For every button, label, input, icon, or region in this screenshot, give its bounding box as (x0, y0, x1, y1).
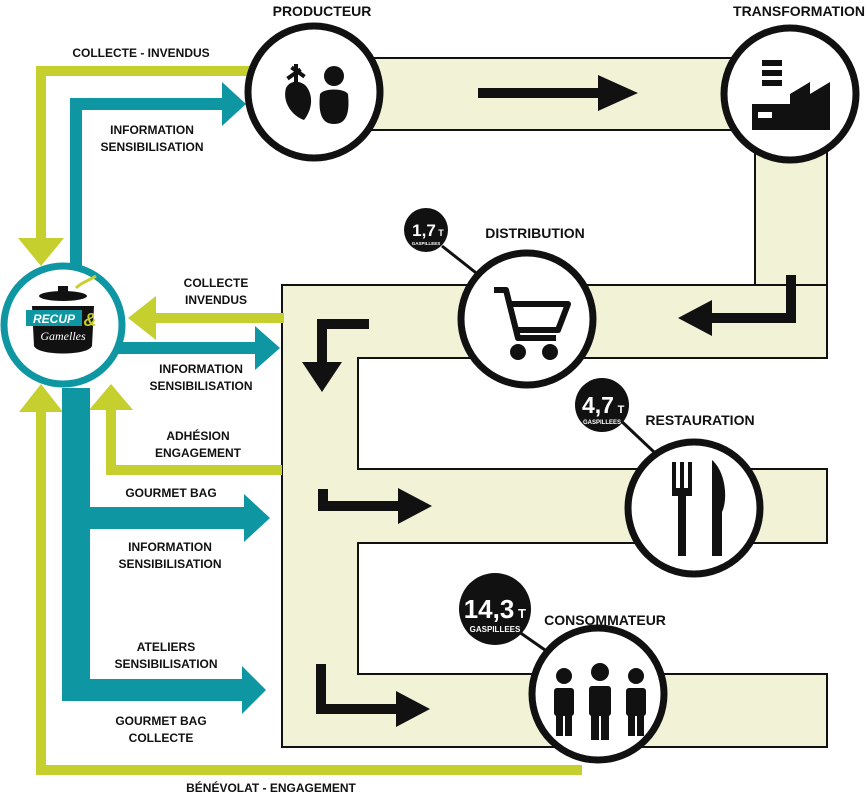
teal-top-arrowhead (222, 82, 246, 126)
badge-restauration: 4,7 T GASPILLEES (575, 378, 629, 432)
flow-arrow-top-shaft (478, 88, 602, 98)
label-information-top-2: SENSIBILISATION (100, 140, 203, 154)
label-gourmet-bag: GOURMET BAG (125, 486, 216, 500)
factory-icon (752, 60, 830, 130)
teal-top-vertical (70, 98, 82, 270)
label-restauration: RESTAURATION (645, 412, 754, 428)
flow-arrow-bottom-vertical (316, 664, 326, 714)
label-benevolat: BÉNÉVOLAT - ENGAGEMENT (186, 780, 356, 795)
badge-distribution: 1,7 T GASPILLEES (404, 208, 448, 252)
node-restauration (624, 438, 764, 578)
badge-restauration-sub: GASPILLEES (583, 420, 621, 426)
flow-arrow-down-head (302, 362, 342, 392)
teal-low-shaft (76, 507, 246, 529)
logo-ampersand: & (84, 310, 97, 330)
badge-distribution-sub: GASPILLEES (412, 241, 441, 246)
teal-bottom-shaft (62, 679, 244, 701)
flow-arrow-top-head (598, 75, 638, 111)
teal-bottom-arrowhead (242, 666, 266, 714)
logo-recup-gamelles: RECUP & Gamelles (0, 262, 126, 388)
badge-restauration-value: 4,7 (582, 392, 614, 418)
lime-adhesion-arrowhead (89, 384, 133, 410)
label-gourmet-bag-collecte-2: COLLECTE (129, 731, 194, 745)
badge-distribution-unit: T (438, 228, 444, 238)
teal-arrows (62, 82, 280, 714)
people-icon (554, 663, 646, 740)
label-transformation: TRANSFORMATION (733, 3, 865, 19)
lime-benevolat-arrowhead (19, 384, 63, 412)
flow-arrow-mid-head (398, 488, 432, 524)
node-distribution (457, 249, 597, 389)
logo-line2: Gamelles (40, 329, 86, 343)
badge-consommateur-value: 14,3 (464, 594, 515, 624)
label-consommateur: CONSOMMATEUR (544, 612, 666, 628)
flow-arrow-right-head (678, 300, 712, 336)
flow-arrow-right-horizontal (708, 313, 796, 323)
label-gourmet-bag-collecte-1: GOURMET BAG (115, 714, 206, 728)
label-collecte-invendus-mid-2: INVENDUS (185, 293, 247, 307)
badge-restauration-unit: T (618, 404, 625, 416)
label-adhesion-1: ADHÉSION (166, 428, 229, 443)
label-information-low-1: INFORMATION (128, 540, 212, 554)
chain-serpentine (281, 284, 828, 748)
flow-arrows (302, 75, 796, 727)
lime-top-vertical (36, 66, 46, 244)
node-transformation (720, 24, 860, 164)
label-collecte-invendus-top: COLLECTE - INVENDUS (72, 46, 209, 60)
badge-consommateur: 14,3 T GASPILLEES (459, 573, 531, 645)
label-ateliers-2: SENSIBILISATION (114, 657, 217, 671)
teal-trunk (62, 388, 90, 694)
label-information-low-2: SENSIBILISATION (118, 557, 221, 571)
label-collecte-invendus-mid-1: COLLECTE (184, 276, 249, 290)
label-producteur: PRODUCTEUR (273, 3, 372, 19)
badge-distribution-value: 1,7 (412, 221, 436, 240)
label-distribution: DISTRIBUTION (485, 225, 585, 241)
lime-mid-arrowhead (128, 296, 156, 340)
label-information-mid-2: SENSIBILISATION (149, 379, 252, 393)
shopping-cart-icon (494, 287, 571, 360)
flow-arrow-bottom-horizontal (316, 704, 398, 714)
lime-adhesion-horizontal (106, 465, 282, 475)
flow-arrow-mid-vertical (318, 489, 328, 511)
teal-mid-arrowhead (255, 326, 280, 370)
label-information-top-1: INFORMATION (110, 123, 194, 137)
label-ateliers-1: ATELIERS (137, 640, 195, 654)
flow-arrow-down-horizontal (317, 319, 369, 329)
lime-mid-shaft (150, 313, 284, 323)
flow-arrow-down-vertical (317, 319, 327, 367)
lime-benevolat-vertical (36, 410, 46, 775)
flow-arrow-mid-horizontal (318, 501, 400, 511)
flow-arrow-right-vertical (786, 275, 796, 323)
teal-top-horizontal (70, 98, 232, 110)
flow-arrow-bottom-head (396, 691, 430, 727)
lime-benevolat-horizontal (36, 765, 582, 775)
badge-consommateur-unit: T (518, 606, 526, 621)
node-consommateur (528, 624, 668, 764)
lime-top-horizontal (36, 66, 258, 76)
fork-knife-icon (672, 460, 726, 556)
lime-top-arrowhead (18, 238, 64, 266)
badge-consommateur-sub: GASPILLEES (470, 625, 521, 634)
label-adhesion-2: ENGAGEMENT (155, 446, 242, 460)
vegetables-farmer-icon (285, 64, 349, 124)
teal-mid-shaft (108, 342, 258, 354)
lime-arrows (18, 66, 582, 775)
label-information-mid-1: INFORMATION (159, 362, 243, 376)
logo-line1: RECUP (33, 312, 76, 326)
node-producteur (244, 22, 384, 162)
lime-adhesion-vertical (106, 405, 116, 475)
teal-low-arrowhead (244, 494, 270, 542)
